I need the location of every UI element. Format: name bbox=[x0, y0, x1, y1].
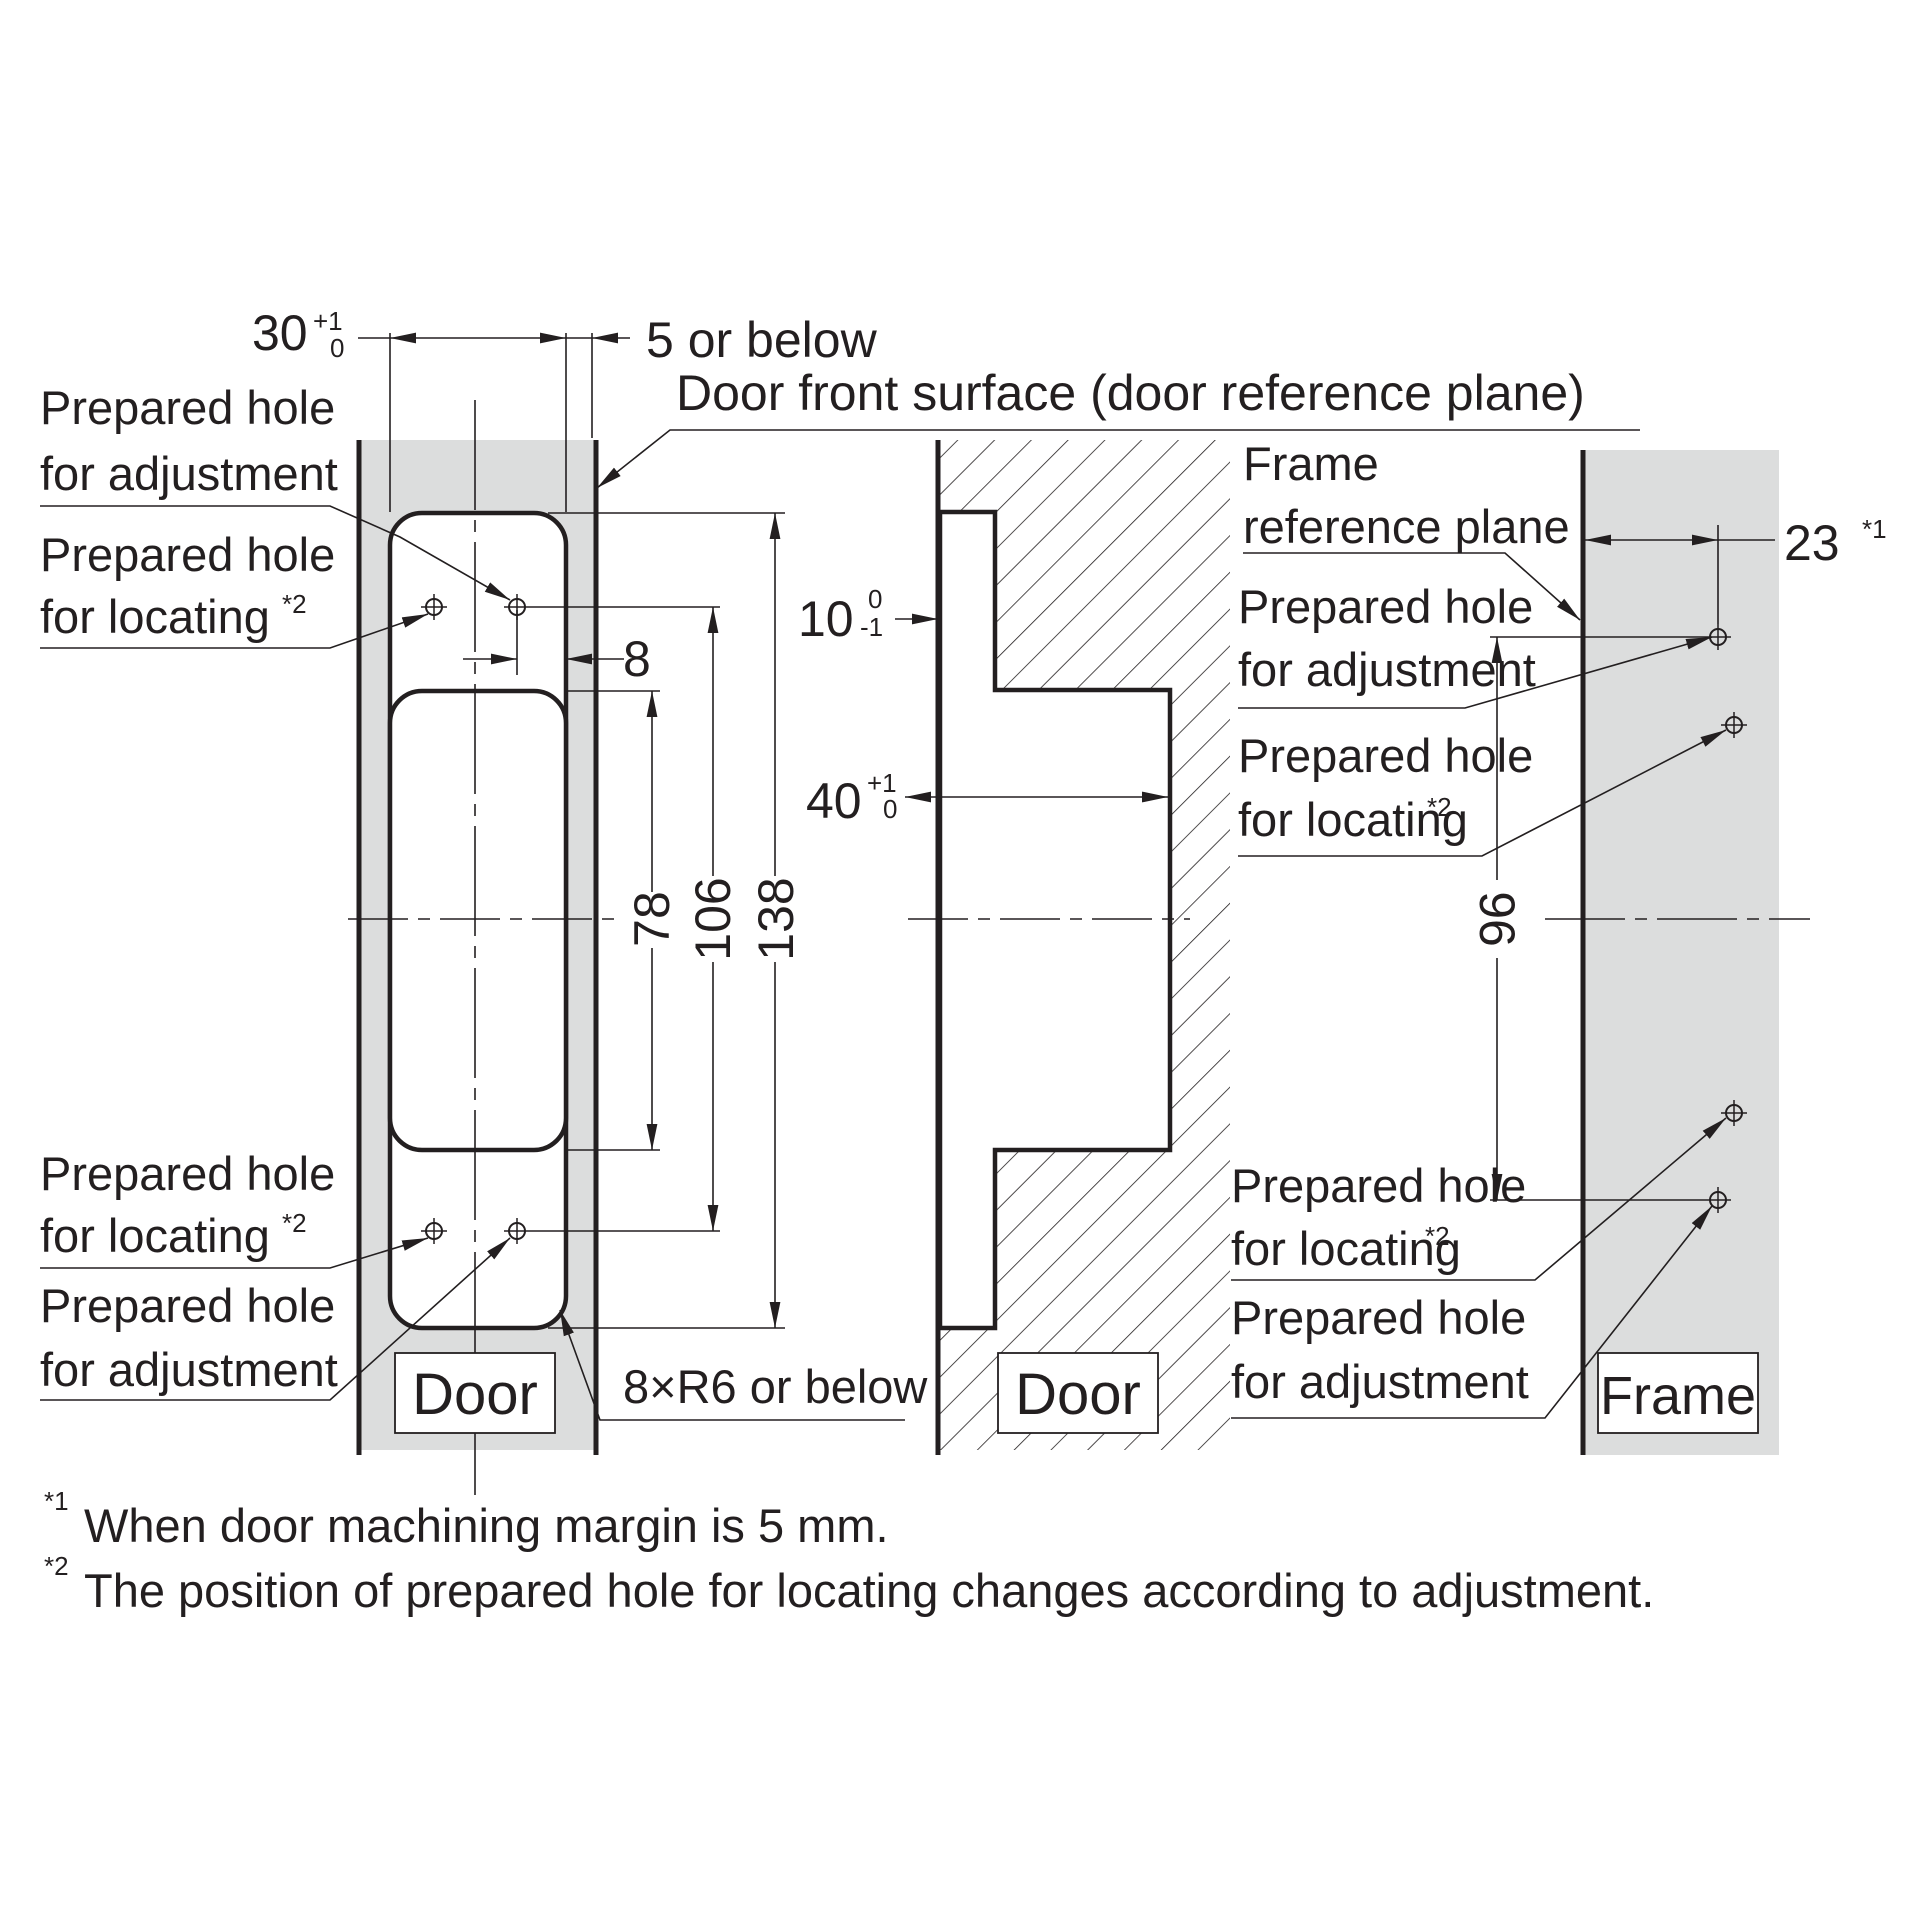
door-label-box-2 bbox=[997, 1352, 1159, 1434]
frame-bottom-adjustment-label-2: for adjustment bbox=[1231, 1355, 1529, 1408]
bottom-adjustment-label-2: for adjustment bbox=[40, 1343, 338, 1396]
frame-top-locating-leader bbox=[1238, 729, 1727, 857]
dim-106-value: 106 bbox=[685, 877, 741, 960]
locating-hole-bottom bbox=[421, 1218, 447, 1244]
frame-top-adjustment-label-2: for adjustment bbox=[1238, 643, 1536, 696]
frame-top-adjustment-label-1: Prepared hole bbox=[1238, 580, 1533, 633]
top-locating-leader bbox=[40, 613, 429, 649]
frame-bottom-locating-label-2: for locating bbox=[1231, 1222, 1461, 1275]
footnote-2-mark: *2 bbox=[44, 1551, 69, 1581]
radius-label: 8×R6 or below bbox=[623, 1360, 928, 1413]
dim-138-value: 138 bbox=[748, 877, 804, 960]
top-locating-label-1: Prepared hole bbox=[40, 528, 335, 581]
top-locating-note: *2 bbox=[282, 589, 307, 619]
bottom-locating-leader bbox=[40, 1237, 429, 1269]
top-locating-label-2: for locating bbox=[40, 590, 270, 643]
top-adjustment-label-2: for adjustment bbox=[40, 447, 338, 500]
mortise-cut bbox=[937, 509, 1173, 1331]
door-label-box-1 bbox=[394, 1352, 556, 1434]
frame-top-locating-label-1: Prepared hole bbox=[1238, 729, 1533, 782]
door-front-surface-leader bbox=[596, 429, 1640, 489]
frame-top-locating-note: *2 bbox=[1427, 792, 1452, 822]
dim-10-tol-lower: -1 bbox=[860, 612, 883, 642]
frame-bottom-locating-note: *2 bbox=[1425, 1221, 1450, 1251]
dim-40-tol-lower: 0 bbox=[883, 794, 897, 824]
dim-23-note: *1 bbox=[1862, 514, 1887, 544]
dim-78-value: 78 bbox=[624, 891, 680, 947]
frame-ref-leader bbox=[1243, 552, 1581, 621]
bottom-locating-label-2: for locating bbox=[40, 1209, 270, 1262]
dim-40-value: 40 bbox=[806, 773, 862, 829]
bottom-adjustment-leader bbox=[40, 1237, 511, 1401]
dim-96 bbox=[1490, 636, 1705, 1201]
dim-30-value: 30 bbox=[252, 305, 308, 361]
dim-106 bbox=[530, 606, 720, 1232]
footnote-1-text: When door machining margin is 5 mm. bbox=[84, 1499, 889, 1552]
frame-top-adjustment-leader bbox=[1238, 636, 1713, 709]
door-face-view: 30 +1 0 5 or below 8 78 106 bbox=[40, 305, 1640, 1495]
bottom-locating-label-1: Prepared hole bbox=[40, 1147, 335, 1200]
frame-view: 23 *1 96 Frame reference plane Prepared … bbox=[1231, 437, 1887, 1455]
frame-top-locating-label-2: for locating bbox=[1238, 793, 1468, 846]
inner-pocket bbox=[387, 688, 569, 1153]
footnote-1-mark: *1 bbox=[44, 1486, 69, 1516]
frame-panel bbox=[1584, 450, 1779, 1455]
frame-bottom-locating-leader bbox=[1231, 1117, 1727, 1281]
frame-adjustment-hole-bottom bbox=[1705, 1187, 1731, 1213]
locating-hole-top bbox=[421, 594, 447, 620]
dim-30-tol-upper: +1 bbox=[313, 306, 343, 336]
dim-8 bbox=[463, 610, 624, 675]
dim-8-value: 8 bbox=[623, 631, 651, 687]
dim-30 bbox=[358, 332, 630, 512]
dim-10-tol-upper: 0 bbox=[868, 584, 882, 614]
dim-78 bbox=[566, 690, 660, 1151]
footnote-2-text: The position of prepared hole for locati… bbox=[84, 1564, 1654, 1617]
dim-96-value: 96 bbox=[1469, 891, 1525, 947]
frame-locating-hole-bottom bbox=[1721, 1100, 1747, 1126]
frame-bottom-adjustment-label-1: Prepared hole bbox=[1231, 1291, 1526, 1344]
door-front-surface-label: Door front surface (door reference plane… bbox=[676, 365, 1585, 421]
dim-138 bbox=[548, 512, 785, 1329]
frame-locating-hole-top bbox=[1721, 712, 1747, 738]
frame-label: Frame bbox=[1600, 1366, 1756, 1426]
footnotes: *1 When door machining margin is 5 mm. *… bbox=[44, 1486, 1654, 1617]
bottom-adjustment-label-1: Prepared hole bbox=[40, 1279, 335, 1332]
frame-ref-label-2: reference plane bbox=[1243, 500, 1570, 553]
radius-leader bbox=[559, 1309, 905, 1421]
frame-bottom-adjustment-leader bbox=[1231, 1205, 1713, 1419]
dim-23 bbox=[1585, 525, 1775, 624]
door-section-view: 10 0 -1 40 +1 0 Door bbox=[798, 440, 1230, 1455]
bottom-locating-note: *2 bbox=[282, 1208, 307, 1238]
dim-30-tol-lower: 0 bbox=[330, 333, 344, 363]
dim-5-or-below: 5 or below bbox=[646, 312, 878, 368]
door-label-1: Door bbox=[412, 1362, 538, 1427]
frame-ref-label-1: Frame bbox=[1243, 437, 1379, 490]
frame-label-box bbox=[1597, 1352, 1759, 1434]
door-label-2: Door bbox=[1015, 1362, 1141, 1427]
dim-23-value: 23 bbox=[1784, 515, 1840, 571]
top-adjustment-label-1: Prepared hole bbox=[40, 381, 335, 434]
dim-10-value: 10 bbox=[798, 591, 854, 647]
adjustment-hole-bottom bbox=[504, 1218, 530, 1244]
dim-40-tol-upper: +1 bbox=[867, 768, 897, 798]
frame-bottom-locating-label-1: Prepared hole bbox=[1231, 1159, 1526, 1212]
top-adjustment-leader bbox=[40, 505, 511, 601]
